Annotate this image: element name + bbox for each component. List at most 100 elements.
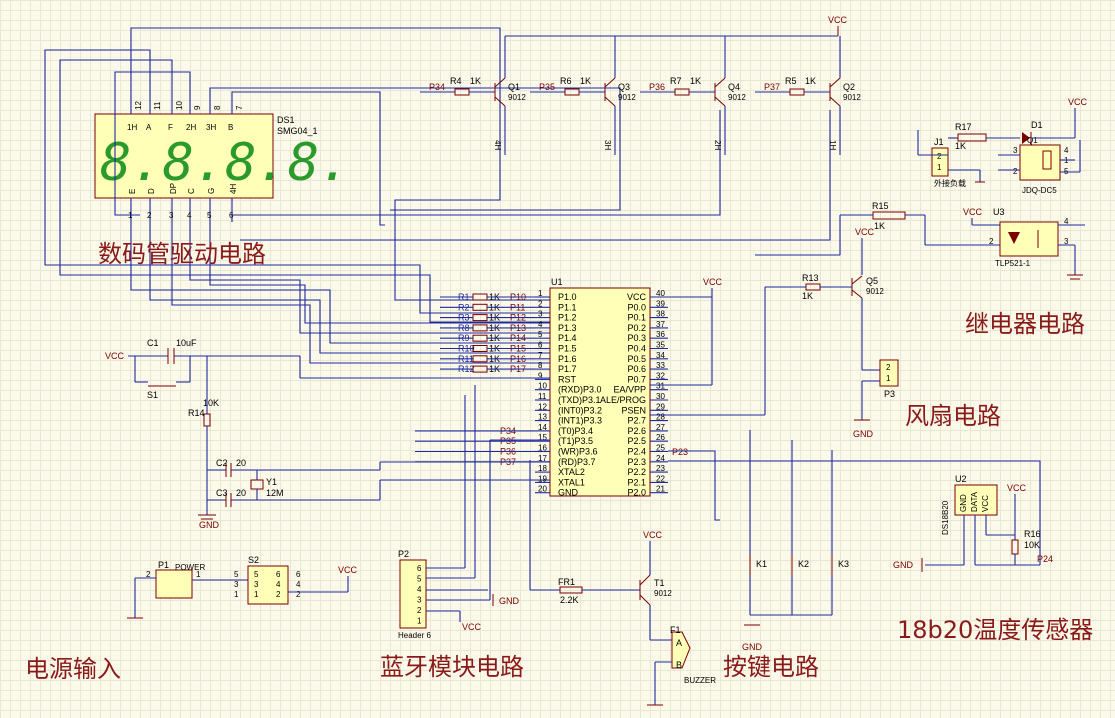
ds18b20-part: DS18B20: [941, 500, 950, 535]
wire: [240, 110, 831, 241]
mcu-left-pin-name: GND: [558, 488, 579, 498]
driver-collector: [714, 96, 726, 107]
relay-part: JDQ-DC5: [1022, 186, 1057, 195]
mcu-left-pin-name: (WR)P3.6: [558, 447, 598, 457]
driver-collector: [604, 96, 616, 107]
display-bottom-pin-label: E: [128, 189, 137, 194]
vcc-rail-top: VCC: [505, 15, 848, 37]
display-bottom-pin-label: G: [207, 188, 216, 194]
display-bottom-pin-number: 5: [207, 211, 212, 220]
vcc-label-fan: VCC: [855, 227, 875, 237]
display-top-pin-number: 11: [153, 101, 162, 110]
q5-type: 9012: [866, 287, 884, 296]
section-fan: 风扇电路: [905, 402, 1001, 430]
temperature-sensor: U2 DS18B20 GND DATA VCC GND VCC R16 10K …: [893, 474, 1053, 572]
mcu-left-pin-number: 3: [538, 310, 543, 319]
r14-ref: R14: [188, 408, 205, 418]
wire: [231, 110, 721, 222]
section-keys: 按键电路: [723, 653, 819, 681]
driver-out-label: 3H: [603, 140, 612, 150]
mcu-right-pin-number: 26: [656, 433, 665, 442]
p1-pin2: 2: [146, 570, 151, 579]
mcu-left-pin-name: P1.4: [558, 333, 577, 343]
mcu-right-pin-name: P2.7: [627, 416, 646, 426]
net-p24: P24: [1037, 554, 1053, 564]
gnd-label-bt: GND: [499, 596, 520, 606]
mcu-right-pin-number: 35: [656, 341, 665, 350]
switch-inner-left: 5: [254, 570, 259, 579]
mcu-right-pin-name: P2.6: [627, 426, 646, 436]
mcu-right-pin-name: P0.2: [627, 323, 646, 333]
fr1-value: 2.2K: [560, 595, 579, 605]
opto-pin2: 2: [989, 237, 994, 246]
mcu-left-pin-name: RST: [558, 374, 577, 384]
display-ref: DS1: [277, 115, 295, 125]
section-bluetooth: 蓝牙模块电路: [380, 653, 524, 681]
header-pin-number: 6: [417, 564, 422, 573]
driver-resistor-value: 1K: [470, 76, 481, 86]
mcu-left-pin-name: (INT0)P3.2: [558, 405, 602, 415]
mcu-left-pin-number: 18: [538, 464, 547, 473]
driver-resistor-ref: R5: [785, 76, 797, 86]
vcc-label-reset: VCC: [105, 351, 125, 361]
vcc-label-bt: VCC: [462, 622, 482, 632]
mcu-left-pin-name: (T1)P3.5: [558, 436, 593, 446]
driver-resistor: [674, 88, 690, 96]
relay-coil: [1042, 150, 1052, 170]
j1-pin1: 1: [937, 163, 942, 172]
fan-pin2: 2: [886, 363, 891, 372]
mcu-right-pin-name: P2.4: [627, 447, 646, 457]
mcu-right-pin-number: 28: [656, 413, 665, 422]
display-top-pin-label: 1H: [127, 123, 137, 132]
opto-part: TLP521-1: [995, 259, 1031, 268]
mcu-left-pin-name: XTAL1: [558, 477, 585, 487]
d1-ref: D1: [1031, 120, 1043, 130]
c1-value: 10uF: [176, 338, 197, 348]
driver-ref: Q1: [508, 82, 520, 92]
wire: [114, 71, 191, 216]
external-load-label: 外接负载: [934, 178, 966, 188]
mcu-right-pin-number: 29: [656, 402, 665, 411]
display-bottom-pin-number: 4: [187, 211, 192, 220]
display-top-pin-number: 9: [193, 105, 202, 110]
mcu-left-pin-name: (TXD)P3.1: [558, 395, 601, 405]
mcu-right-pin-name: P2.5: [627, 436, 646, 446]
mcu-right-pin-name: P0.3: [627, 333, 646, 343]
switch-s2: [247, 565, 289, 605]
switch-left-pin: 3: [234, 580, 239, 589]
display-bottom-pin-label: 4H: [229, 184, 238, 194]
fan-connector: [879, 359, 899, 387]
driver-ref: Q4: [728, 82, 740, 92]
relay-q-ref: Q1: [1027, 136, 1038, 145]
display-bottom-pin-label: D: [147, 188, 156, 194]
switch-inner-right: 6: [276, 570, 281, 579]
mcu-right-pin-number: 24: [656, 454, 665, 463]
driver-emitter: [604, 77, 616, 88]
t1-type: 9012: [654, 589, 672, 598]
wire: [59, 59, 550, 323]
buzzer-pin-b: B: [676, 660, 682, 670]
driver-ref: Q2: [843, 82, 855, 92]
display-bottom-pin-label: C: [187, 188, 196, 194]
mcu-left-pin-number: 5: [538, 330, 543, 339]
ds18b20-pin-data: DATA: [970, 491, 979, 512]
mcu-left-pin-number: 19: [538, 474, 547, 483]
driver-net-label: P35: [539, 82, 555, 92]
driver-out-label: 4H: [493, 140, 502, 150]
mcu-right-pin-name: PSEN: [621, 405, 646, 415]
mcu-right-pin-number: 36: [656, 330, 665, 339]
mcu-right-pin-number: 23: [656, 464, 665, 473]
relay-circuit: 2 1 J1 外接负载 R17 1K D1 Q1 VCC 3 2 4 1 5 J…: [917, 97, 1088, 195]
mcu-right-pin-number: 30: [656, 392, 665, 401]
j1-ref: J1: [934, 137, 944, 147]
wire: [44, 49, 550, 314]
wire: [149, 222, 550, 354]
wire: [668, 450, 720, 521]
mcu-right-pin-name: P2.3: [627, 457, 646, 467]
mcu-right-pin-number: 40: [656, 289, 665, 298]
mcu-right-pin-number: 39: [656, 299, 665, 308]
